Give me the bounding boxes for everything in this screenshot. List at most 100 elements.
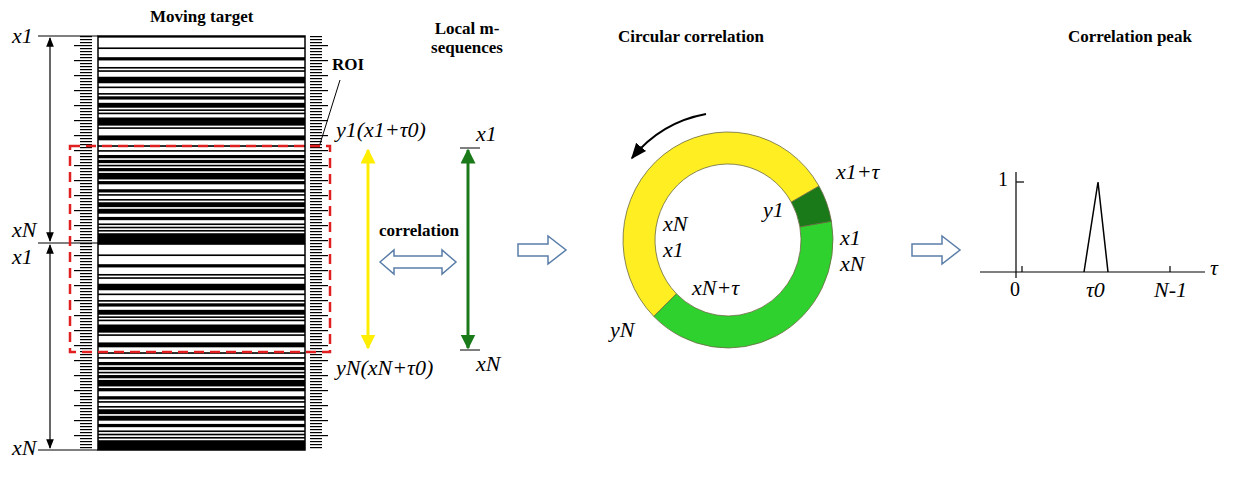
stripe [80, 177, 92, 178]
stripe [310, 384, 322, 385]
target-outline [98, 36, 305, 450]
callout-label: ROI [332, 56, 364, 75]
stripe [98, 440, 305, 450]
stripe [80, 291, 92, 292]
stripe [310, 345, 328, 346]
stripe [74, 315, 92, 316]
stripe [98, 437, 305, 439]
stripe [310, 162, 322, 163]
stripe [98, 103, 305, 108]
stripe [310, 372, 322, 373]
stripe [310, 228, 322, 229]
ring-label: x1 [840, 226, 861, 250]
axis-label: τ0 [1086, 278, 1105, 302]
stripe [310, 222, 322, 223]
stripe [310, 273, 322, 274]
stripe [80, 336, 92, 337]
stripe [80, 258, 92, 259]
stripe [98, 199, 305, 201]
stripe [310, 72, 322, 73]
stripe [310, 426, 322, 427]
stripe [98, 401, 305, 403]
stripe [80, 363, 92, 364]
stripe [80, 108, 92, 109]
stripe [310, 243, 322, 244]
stripe [80, 72, 92, 73]
stripe [80, 222, 92, 223]
stripe [310, 405, 328, 406]
stripe [310, 84, 322, 85]
stripe [80, 282, 92, 283]
stripe [80, 168, 92, 169]
stripe [80, 174, 92, 175]
stripe [98, 284, 305, 291]
stripe [98, 209, 305, 214]
stripe [310, 225, 328, 226]
stripe [310, 48, 322, 49]
stripe [80, 339, 92, 340]
stripe [310, 198, 322, 199]
stripe [80, 378, 92, 379]
stripe [310, 438, 322, 439]
stripe [310, 171, 322, 172]
stripe [80, 198, 92, 199]
stripe [80, 111, 92, 112]
stripe [98, 303, 305, 306]
stripe [310, 108, 322, 109]
stripe [310, 399, 322, 400]
stripe [80, 429, 92, 430]
dimension-label: xN [12, 218, 36, 242]
figure-title: Correlation peak [1068, 28, 1192, 47]
stripe [80, 294, 92, 295]
stripe [80, 261, 92, 262]
sequence-label: xN [476, 352, 500, 376]
stripe [98, 310, 305, 315]
stripe [310, 381, 322, 382]
stripe [310, 189, 322, 190]
stripe [80, 267, 92, 268]
stripe [98, 173, 305, 180]
ring-label: xN [663, 212, 687, 236]
stripe [80, 129, 92, 130]
local-sequence-arrow [467, 150, 470, 348]
stripe [310, 39, 322, 40]
stripe [98, 243, 305, 245]
period-boundary [98, 242, 305, 245]
stripe [98, 264, 305, 267]
stripe [310, 150, 328, 151]
stripe [80, 99, 92, 100]
stripe [310, 258, 322, 259]
stripe [80, 126, 92, 127]
stripe [98, 113, 305, 115]
flow-arrow [518, 236, 566, 264]
stripe [310, 234, 322, 235]
stripe [80, 69, 92, 70]
correlation-plot [980, 172, 1205, 278]
stripe [310, 318, 322, 319]
stripe [310, 291, 322, 292]
stripe [80, 402, 92, 403]
stripe [80, 366, 92, 367]
stripe [80, 42, 92, 43]
stripe [310, 393, 322, 394]
stripe [310, 396, 322, 397]
stripe [310, 288, 322, 289]
stripe [310, 390, 328, 391]
stripe [80, 447, 92, 448]
stripe [310, 402, 322, 403]
stripe [74, 165, 92, 166]
stripe [310, 333, 322, 334]
stripe [310, 204, 322, 205]
stripe [80, 342, 92, 343]
stripe [80, 204, 92, 205]
stripe [310, 276, 322, 277]
stripe [80, 372, 92, 373]
stripe [74, 270, 92, 271]
stripe [98, 77, 305, 84]
stripe [310, 327, 322, 328]
stripe [98, 155, 305, 158]
stripe [310, 123, 322, 124]
stripe [310, 408, 322, 409]
sequence-label: y1(x1+τ0) [336, 118, 426, 142]
